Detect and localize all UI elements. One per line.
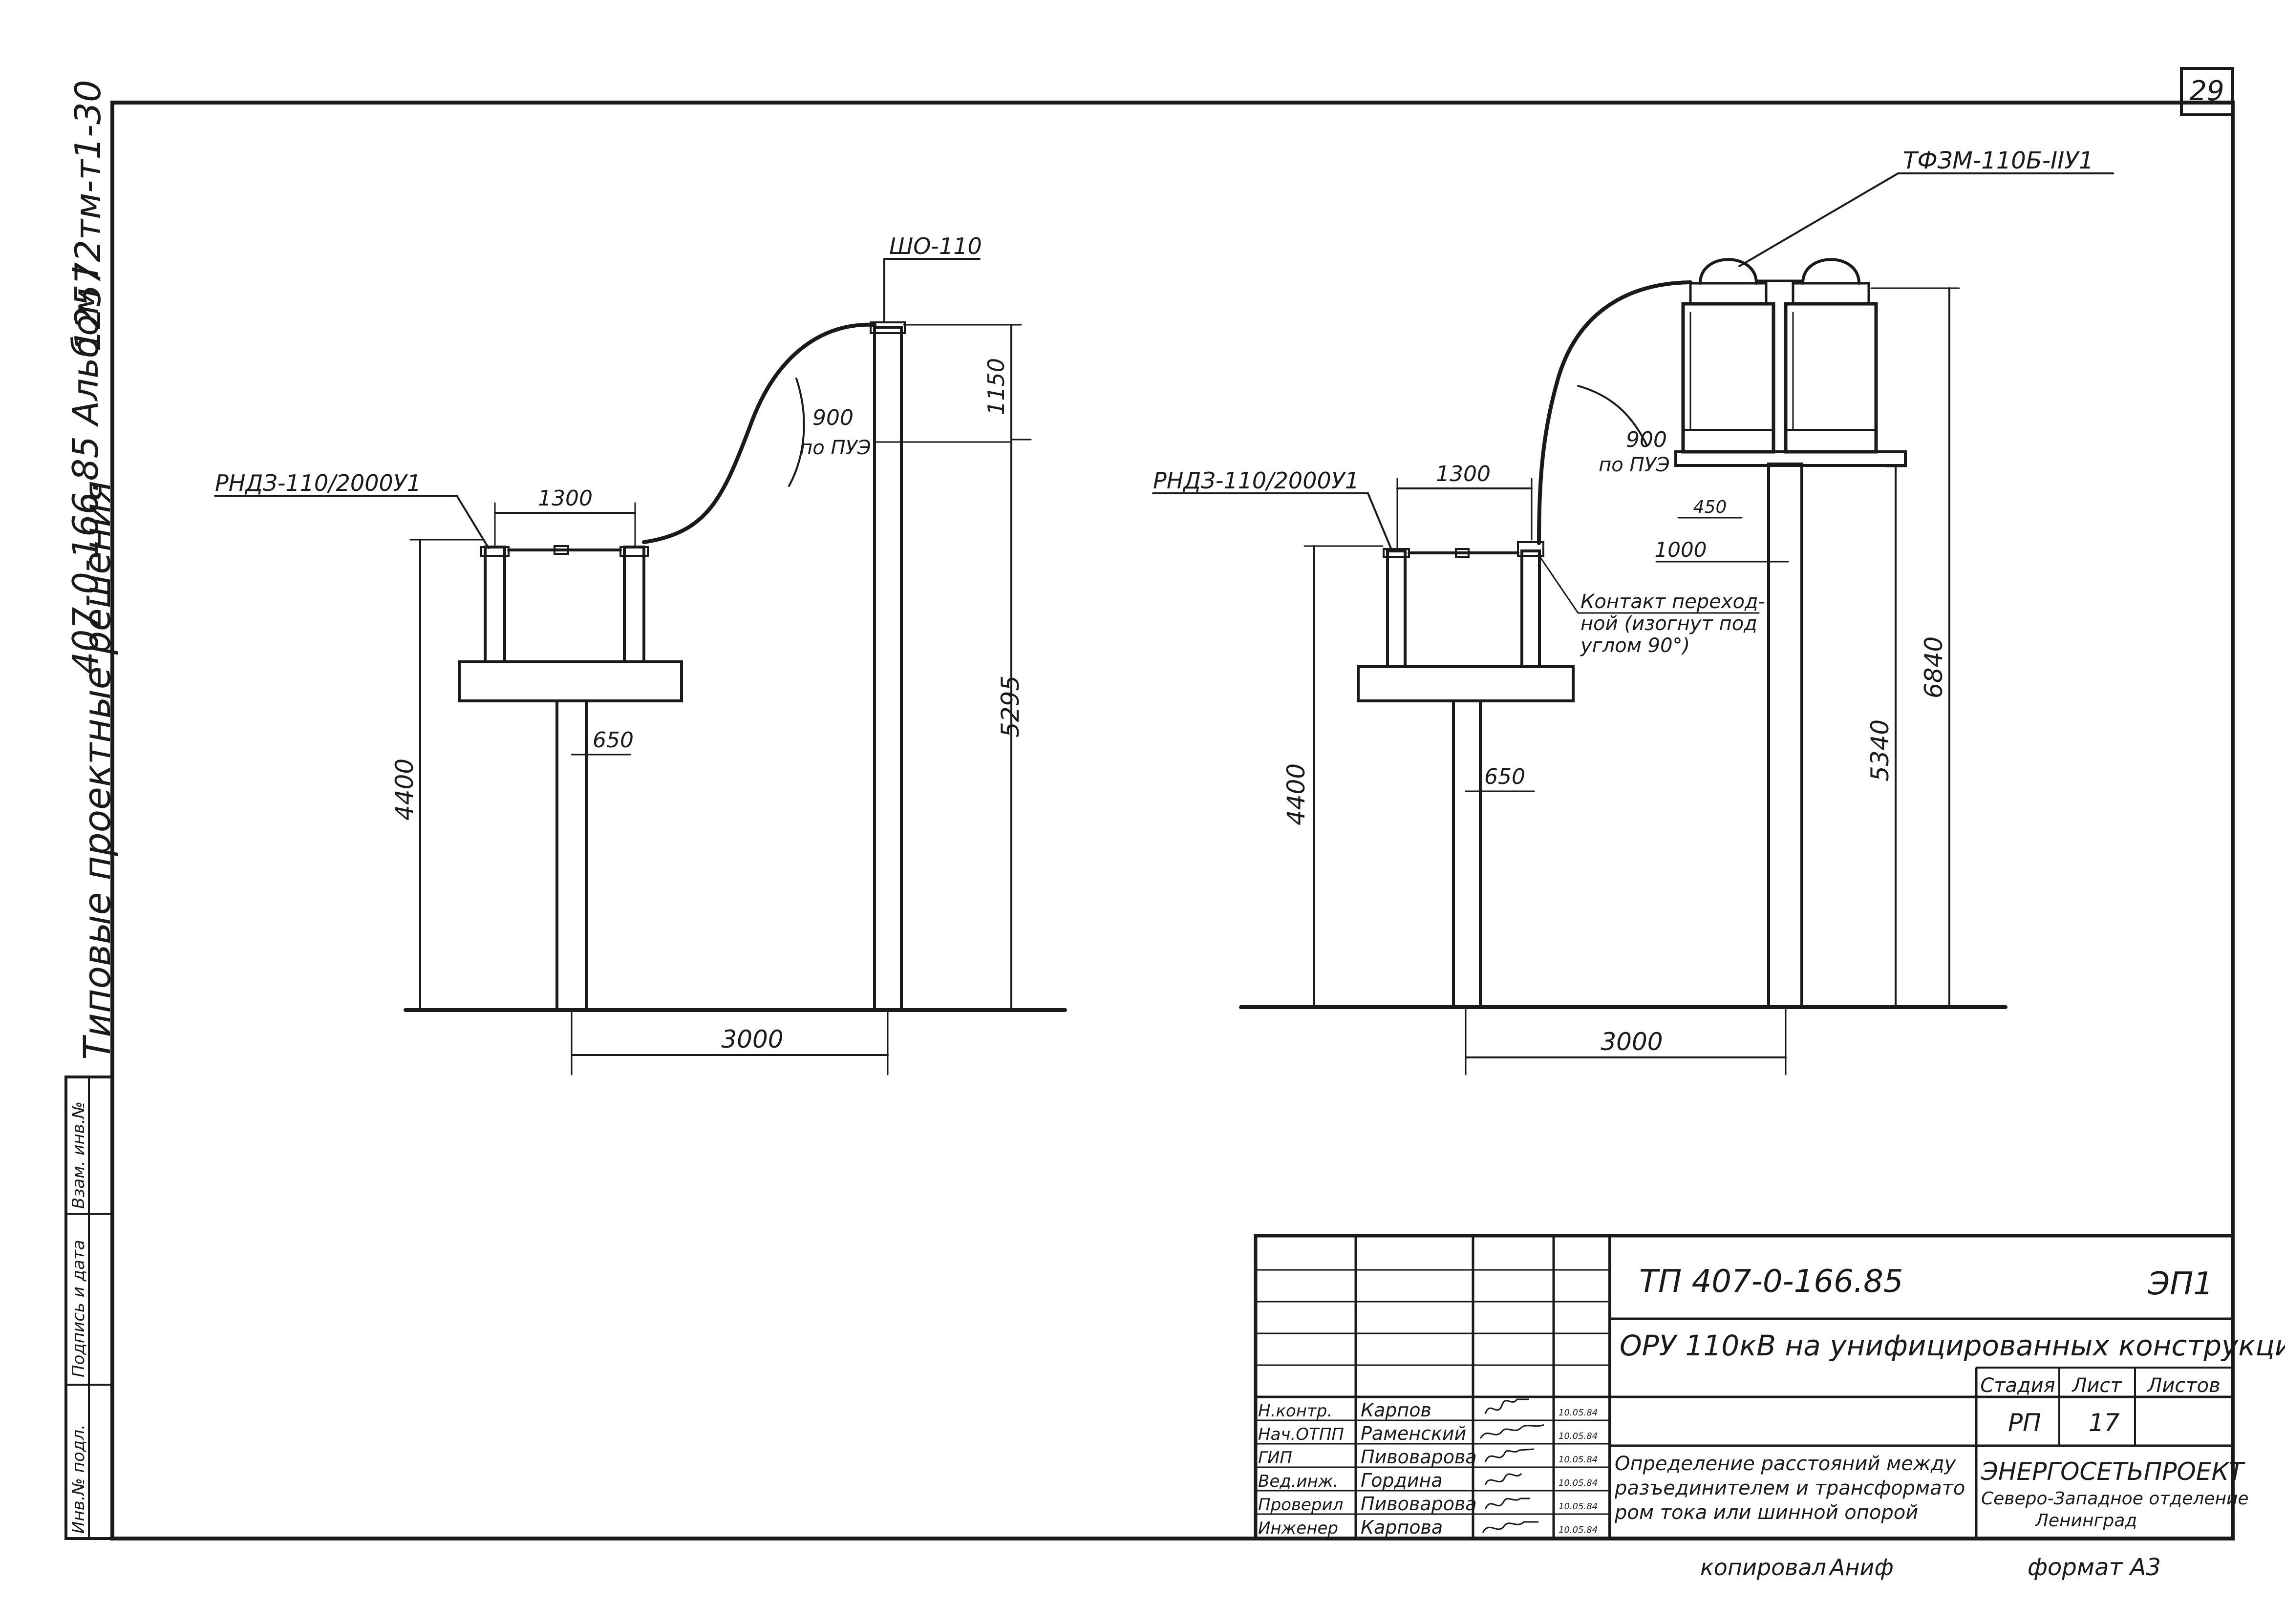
staff-name-3: Гордина	[1361, 1470, 1443, 1491]
clearance-arc	[1577, 385, 1647, 445]
dim-650: 650	[1484, 764, 1525, 789]
staff-name-2: Пивоварова	[1361, 1446, 1477, 1468]
busbar-support-label: ШО-110	[889, 233, 982, 259]
dim-4400: 4400	[390, 759, 419, 821]
staff-role-2: ГИП	[1258, 1448, 1292, 1468]
left-margin: 12572тм-т1-30 407-0-166.85 Альбом I Типо…	[64, 80, 119, 1540]
dim-650: 650	[593, 728, 634, 753]
insulator-right	[623, 546, 645, 663]
disconnector-post	[555, 699, 588, 1012]
staff-name-1: Раменский	[1361, 1423, 1466, 1444]
staff-role-3: Вед.инж.	[1258, 1472, 1338, 1491]
stage-value: РП	[2008, 1409, 2041, 1437]
frame: 29	[110, 67, 2235, 1540]
contact-note-2: ной (изогнут под	[1580, 612, 1757, 635]
title-block: ТП 407-0-166.85 ЭП1 ОРУ 110кВ на унифици…	[1254, 1234, 2285, 1540]
sheet-value: 17	[2089, 1409, 2120, 1437]
insulator-left	[484, 546, 506, 663]
album-title: 407-0-166.85 Альбом I	[65, 266, 106, 674]
staff-date-5: 10.05.84	[1559, 1525, 1598, 1535]
busbar-support-post	[873, 326, 903, 1012]
base-slab	[1357, 665, 1575, 702]
staff-name-5: Карпова	[1361, 1517, 1443, 1538]
staff-role-1: Нач.ОТПП	[1258, 1425, 1344, 1444]
dim-pue: по ПУЭ	[1599, 454, 1670, 476]
section-code: ЭП1	[2147, 1266, 2213, 1302]
staff-table: Н.контр. Карпов 10.05.84 Нач.ОТПП Раменс…	[1258, 1399, 1598, 1538]
right-view: ТФЗМ-110Б-IIУ1 РНДЗ-110/2000У1 Контакт п…	[1152, 147, 2114, 1076]
clearance-arc	[788, 378, 805, 487]
transformer-label: ТФЗМ-110Б-IIУ1	[1903, 147, 2093, 174]
staff-date-4: 10.05.84	[1559, 1501, 1598, 1512]
dim-5340: 5340	[1866, 719, 1894, 781]
conductor	[1537, 280, 1692, 545]
sheet-number: 29	[2189, 75, 2224, 107]
stamp-inv: Инв.№ подл.	[69, 1424, 88, 1534]
dim-1300: 1300	[538, 486, 593, 511]
staff-date-0: 10.05.84	[1559, 1408, 1598, 1418]
format-label: формат А3	[2028, 1554, 2161, 1581]
staff-date-1: 10.05.84	[1559, 1431, 1598, 1441]
project-title: ОРУ 110кВ на унифицированных конструкция…	[1620, 1329, 2285, 1362]
dim-5295: 5295	[996, 675, 1025, 738]
disconnector-label: РНДЗ-110/2000У1	[215, 470, 421, 496]
left-view: РНДЗ-110/2000У1 ШО-110 1300 900 по ПУЭ 1…	[214, 233, 1067, 1076]
copied-label: копировал	[1700, 1554, 1826, 1581]
sheets-header: Листов	[2146, 1374, 2220, 1397]
ct-support-post	[1767, 463, 1803, 1009]
dim-pue: по ПУЭ	[800, 437, 871, 459]
dim-900: 900	[812, 405, 854, 430]
dim-3000: 3000	[1601, 1028, 1663, 1056]
description-3: ром тока или шинной опорой	[1614, 1501, 1918, 1524]
sheet-header: Лист	[2071, 1374, 2122, 1397]
insulator-left	[1386, 549, 1407, 668]
current-transformer-1	[1681, 258, 1775, 454]
staff-role-5: Инженер	[1258, 1519, 1338, 1538]
staff-name-0: Карпов	[1361, 1399, 1431, 1421]
description-1: Определение расстояний между	[1615, 1453, 1957, 1475]
current-transformer-2	[1784, 258, 1878, 454]
description-2: разъединителем и трансформато	[1614, 1477, 1965, 1499]
footer: копировал Аниф формат А3	[1700, 1554, 2161, 1581]
stamp-sign: Подпись и дата	[69, 1240, 88, 1377]
disconnector-post	[1452, 699, 1482, 1009]
stamp-replace: Взам. инв.№	[69, 1101, 88, 1209]
staff-name-4: Пивоварова	[1361, 1493, 1477, 1515]
dim-450: 450	[1693, 497, 1727, 517]
contact-note-1: Контакт переход-	[1580, 591, 1765, 613]
disconnector-label: РНДЗ-110/2000У1	[1153, 467, 1359, 494]
contact-note-3: углом 90°)	[1580, 634, 1690, 657]
signatures	[1479, 1398, 1544, 1533]
dim-4400: 4400	[1282, 763, 1310, 825]
conductor	[642, 322, 876, 544]
dim-6840: 6840	[1920, 636, 1948, 698]
org-name: ЭНЕРГОСЕТЬПРОЕКТ	[1981, 1457, 2245, 1486]
doc-code: ТП 407-0-166.85	[1639, 1264, 1903, 1300]
copied-sign: Аниф	[1828, 1554, 1894, 1581]
staff-date-2: 10.05.84	[1559, 1455, 1598, 1465]
staff-role-0: Н.контр.	[1258, 1401, 1332, 1421]
org-branch: Северо-Западное отделение	[1981, 1489, 2249, 1509]
series-title: Типовые проектные решения	[75, 481, 119, 1060]
org-city: Ленинград	[2034, 1511, 2137, 1531]
staff-role-4: Проверил	[1258, 1495, 1343, 1515]
base-slab	[458, 660, 683, 702]
dim-1000: 1000	[1655, 538, 1707, 562]
dim-900: 900	[1626, 427, 1667, 452]
stage-header: Стадия	[1980, 1374, 2055, 1397]
dim-1300: 1300	[1436, 462, 1491, 486]
dim-3000: 3000	[721, 1025, 783, 1054]
insulator-right	[1520, 549, 1541, 668]
dim-1150: 1150	[983, 358, 1009, 415]
album-code: 12572тм-т1-30	[67, 80, 108, 352]
staff-date-3: 10.05.84	[1559, 1478, 1598, 1488]
